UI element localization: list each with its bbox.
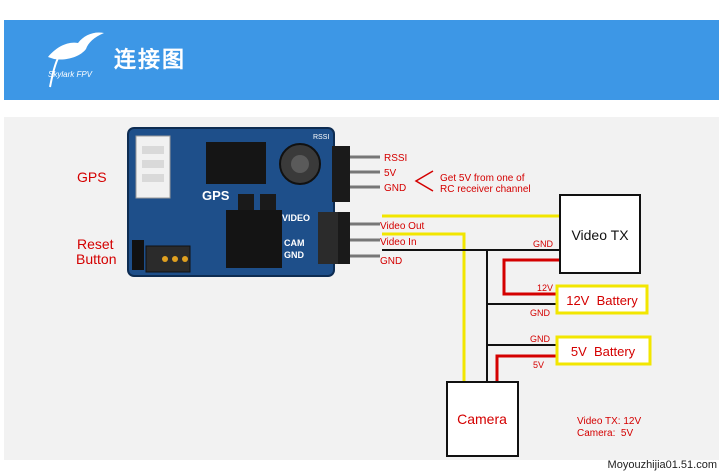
cam-pin-label: CAM <box>284 238 305 248</box>
gnd-pin-label: GND <box>284 250 305 260</box>
ground-wires <box>382 249 560 383</box>
video-wires <box>382 214 560 383</box>
spec-line1: Video TX: 12V <box>577 416 641 427</box>
five-v-label: 5V <box>384 168 397 179</box>
header-banner: Skylark FPV 连接图 <box>4 20 719 100</box>
spec-line2: Camera: 5V <box>577 428 633 439</box>
footer-url: Moyouzhijia01.51.com <box>607 459 717 471</box>
reset-label-line2: Button <box>76 251 116 267</box>
b12-gnd-label: GND <box>530 308 551 318</box>
page-title: 连接图 <box>114 48 187 73</box>
processor-chip <box>206 142 266 184</box>
gnd-bottom-label: GND <box>380 256 402 267</box>
gps-label: GPS <box>77 169 107 185</box>
gnd-label: GND <box>384 183 406 194</box>
video-tx-label: Video TX <box>571 227 629 243</box>
rssi-label: RSSI <box>384 153 407 164</box>
video-pin-label: VIDEO <box>282 213 310 223</box>
gps-chip-label: GPS <box>202 188 230 203</box>
osd-board: GPS RSSI VIDEO CAM GND <box>127 127 350 277</box>
b12-plus-label: 12V <box>537 283 553 293</box>
rssi-pin-label: RSSI <box>313 134 329 141</box>
battery-12v-label: 12V Battery <box>566 293 638 308</box>
pin-wires <box>350 155 380 258</box>
reset-label-line1: Reset <box>77 236 114 252</box>
brand-name: Skylark FPV <box>48 70 93 79</box>
battery-5v-box <box>555 335 652 366</box>
bird-logo-icon <box>48 32 104 88</box>
power-wires <box>495 258 560 383</box>
battery-12v-box <box>555 284 649 315</box>
note-line1: Get 5V from one of <box>440 173 525 184</box>
camera-box <box>446 381 519 457</box>
video-in-label: Video In <box>380 237 417 248</box>
b5-plus-label: 5V <box>533 360 544 370</box>
camera-label: Camera <box>457 411 507 427</box>
tx-gnd-label: GND <box>533 239 554 249</box>
osd-chip <box>226 210 282 268</box>
video-out-label: Video Out <box>380 221 425 232</box>
arrow-icon <box>414 170 434 192</box>
battery-5v-label: 5V Battery <box>571 344 636 359</box>
note-line2: RC receiver channel <box>440 184 531 195</box>
b5-gnd-label: GND <box>530 334 551 344</box>
video-tx-box <box>559 194 641 274</box>
